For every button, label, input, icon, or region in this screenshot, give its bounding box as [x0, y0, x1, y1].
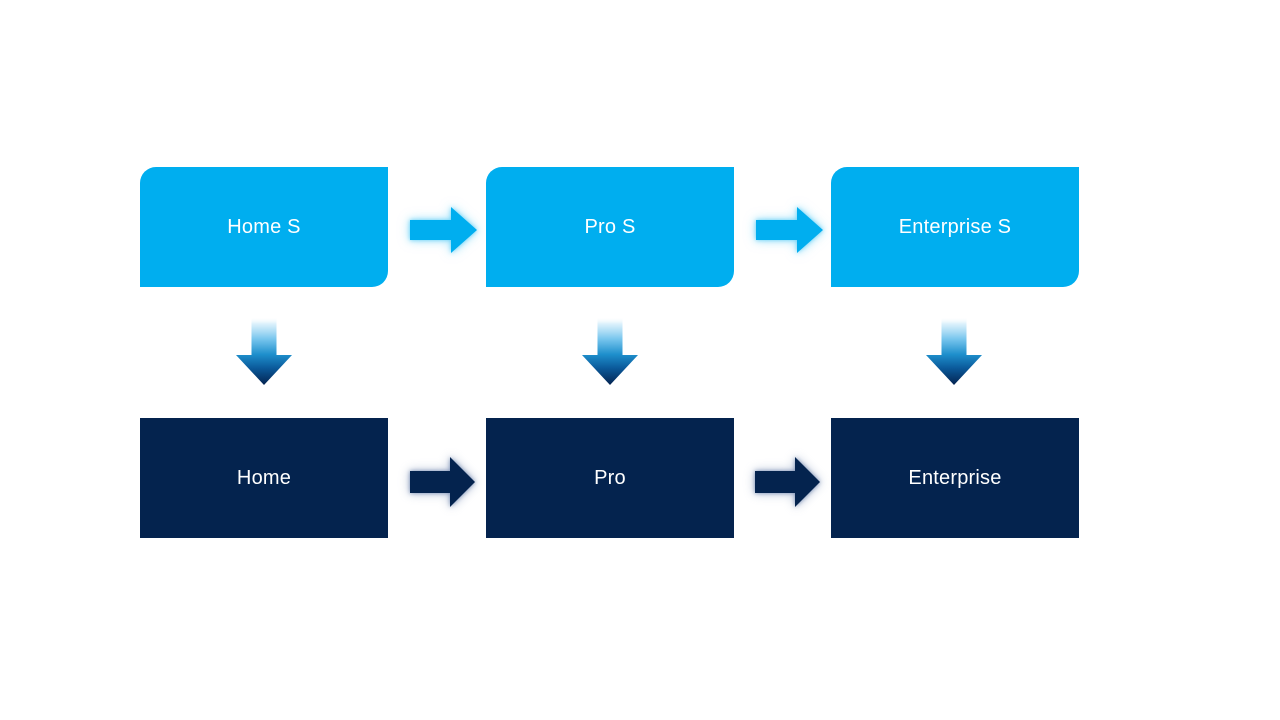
box-label: Enterprise: [908, 466, 1002, 489]
box-pro-s: Pro S: [486, 167, 734, 287]
right-arrow-icon: [410, 207, 477, 253]
box-pro: Pro: [486, 418, 734, 538]
down-arrow-icon: [926, 317, 982, 385]
down-arrow-icon: [236, 317, 292, 385]
box-label: Home: [236, 466, 292, 489]
box-home: Home: [140, 418, 388, 538]
right-arrow-icon: [410, 457, 475, 507]
right-arrow-icon: [755, 457, 820, 507]
box-label: Home S: [227, 215, 301, 238]
box-label: Enterprise S: [898, 215, 1012, 238]
down-arrow-icon: [582, 317, 638, 385]
box-enterprise-s: Enterprise S: [831, 167, 1079, 287]
right-arrow-icon: [756, 207, 823, 253]
box-enterprise: Enterprise: [831, 418, 1079, 538]
box-label: Pro: [594, 466, 626, 489]
box-label: Pro S: [584, 215, 636, 238]
box-home-s: Home S: [140, 167, 388, 287]
